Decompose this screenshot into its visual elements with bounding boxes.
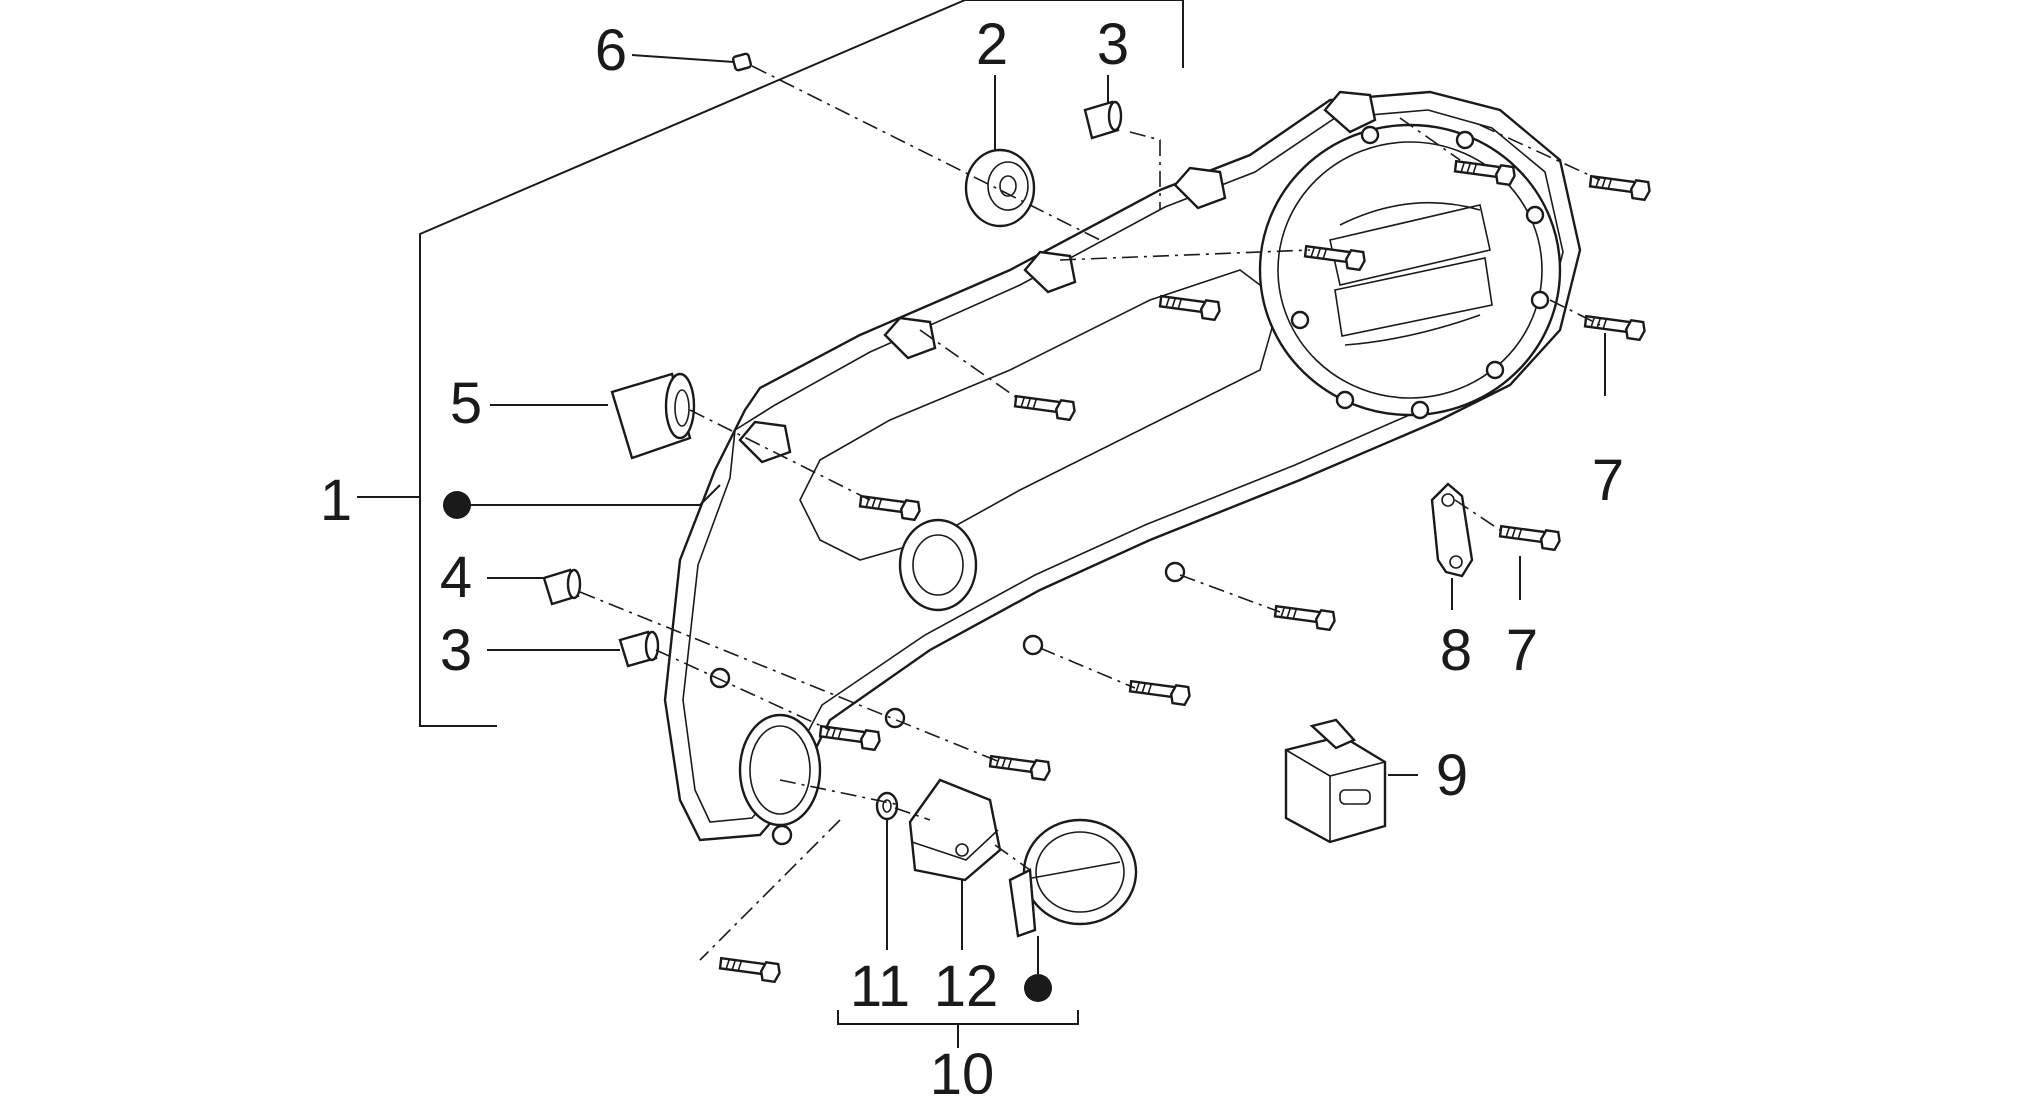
leader-lines bbox=[357, 54, 1606, 975]
bolt-right-7a bbox=[1581, 303, 1649, 346]
part-12-sensor bbox=[908, 778, 1002, 882]
callout-8: 8 bbox=[1440, 618, 1472, 683]
callout-5: 5 bbox=[450, 371, 482, 436]
note-dot-cover bbox=[443, 491, 471, 519]
callout-4: 4 bbox=[440, 545, 472, 610]
callout-10: 10 bbox=[930, 1042, 995, 1094]
callout-6: 6 bbox=[595, 18, 627, 83]
main-cover bbox=[663, 90, 1582, 846]
part-5-bushing bbox=[610, 372, 696, 460]
assembly-lines bbox=[579, 65, 1601, 961]
bolt-right-7b bbox=[1496, 513, 1564, 556]
part-10-cap bbox=[1008, 818, 1138, 938]
part-9-clip bbox=[1284, 718, 1387, 844]
bolt-lower-3 bbox=[986, 743, 1054, 786]
part-11-washer bbox=[875, 791, 899, 821]
bolt-lower-1 bbox=[1271, 593, 1339, 636]
part-8-bracket bbox=[1430, 482, 1474, 578]
callout-7-upper: 7 bbox=[1592, 448, 1624, 513]
callout-2: 2 bbox=[976, 12, 1008, 77]
callout-11: 11 bbox=[850, 954, 910, 1019]
callout-3-bottom: 3 bbox=[440, 618, 472, 683]
part-4-bushing-small bbox=[542, 568, 582, 606]
part-3-dowel-top bbox=[1083, 100, 1123, 140]
callout-1: 1 bbox=[320, 468, 352, 533]
assembly-bracket-1 bbox=[419, 0, 1184, 727]
assembly-bracket-10 bbox=[837, 1010, 1079, 1048]
part-3-dowel-bottom bbox=[618, 630, 660, 668]
part-2-bearing bbox=[964, 148, 1036, 228]
callout-12: 12 bbox=[934, 954, 999, 1019]
bolt-lower-2 bbox=[1126, 668, 1194, 711]
callout-3-top: 3 bbox=[1097, 12, 1129, 77]
callout-9: 9 bbox=[1436, 743, 1468, 808]
note-dot-cap bbox=[1024, 974, 1052, 1002]
bolt-upper-right-b bbox=[1586, 163, 1654, 206]
callout-7-lower: 7 bbox=[1506, 618, 1538, 683]
bolt-bottom bbox=[716, 945, 784, 988]
part-6-small-pin bbox=[731, 52, 753, 72]
